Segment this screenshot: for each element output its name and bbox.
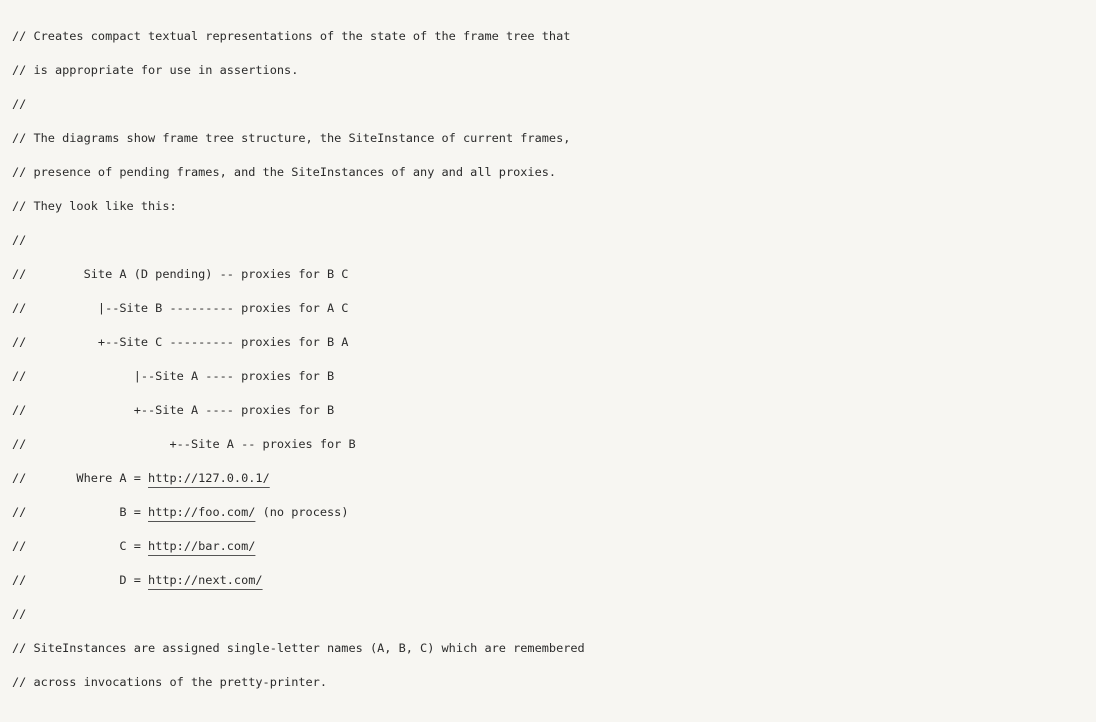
code-line: // Site A (D pending) -- proxies for B C (12, 257, 1096, 291)
code-line: // SiteInstances are assigned single-let… (12, 631, 1096, 665)
code-text: // They look like this: (12, 199, 177, 213)
code-line: // +--Site C --------- proxies for B A (12, 325, 1096, 359)
code-text: // (12, 97, 27, 111)
code-text: // B = (12, 505, 149, 519)
code-line: // B = http://foo.com/ (no process) (12, 495, 1096, 529)
code-line: // +--Site A ---- proxies for B (12, 393, 1096, 427)
code-text: // C = (12, 539, 149, 553)
code-line: // |--Site B --------- proxies for A C (12, 291, 1096, 325)
url-link[interactable]: http://bar.com/ (148, 539, 256, 553)
code-text: // Creates compact textual representatio… (12, 29, 571, 43)
url-link[interactable]: http://next.com/ (148, 573, 263, 587)
code-line: // (12, 87, 1096, 121)
code-text: // Site A (D pending) -- proxies for B C (12, 267, 349, 281)
code-text: (no process) (255, 505, 349, 519)
code-text: // is appropriate for use in assertions. (12, 63, 299, 77)
code-comment-block: // Creates compact textual representatio… (12, 19, 1096, 699)
code-line: // is appropriate for use in assertions. (12, 53, 1096, 87)
code-text: // +--Site A -- proxies for B (12, 437, 356, 451)
code-text: // D = (12, 573, 149, 587)
code-text: // |--Site B --------- proxies for A C (12, 301, 349, 315)
code-text: // |--Site A ---- proxies for B (12, 369, 335, 383)
url-link[interactable]: http://127.0.0.1/ (148, 471, 270, 485)
code-text: // across invocations of the pretty-prin… (12, 675, 327, 689)
code-line: // Creates compact textual representatio… (12, 19, 1096, 53)
code-line: // |--Site A ---- proxies for B (12, 359, 1096, 393)
code-text: // +--Site A ---- proxies for B (12, 403, 335, 417)
code-text: // (12, 233, 27, 247)
code-line: // across invocations of the pretty-prin… (12, 665, 1096, 699)
code-text: // (12, 607, 27, 621)
code-line: // (12, 223, 1096, 257)
code-line: // They look like this: (12, 189, 1096, 223)
code-text: // Where A = (12, 471, 149, 485)
code-line: // +--Site A -- proxies for B (12, 427, 1096, 461)
code-line: // (12, 597, 1096, 631)
code-line: // C = http://bar.com/ (12, 529, 1096, 563)
code-text: // SiteInstances are assigned single-let… (12, 641, 585, 655)
url-link[interactable]: http://foo.com/ (148, 505, 256, 519)
code-text: // The diagrams show frame tree structur… (12, 131, 571, 145)
code-line: // Where A = http://127.0.0.1/ (12, 461, 1096, 495)
code-line: // presence of pending frames, and the S… (12, 155, 1096, 189)
code-line: // The diagrams show frame tree structur… (12, 121, 1096, 155)
code-text: // +--Site C --------- proxies for B A (12, 335, 349, 349)
code-line: // D = http://next.com/ (12, 563, 1096, 597)
code-text: // presence of pending frames, and the S… (12, 165, 557, 179)
